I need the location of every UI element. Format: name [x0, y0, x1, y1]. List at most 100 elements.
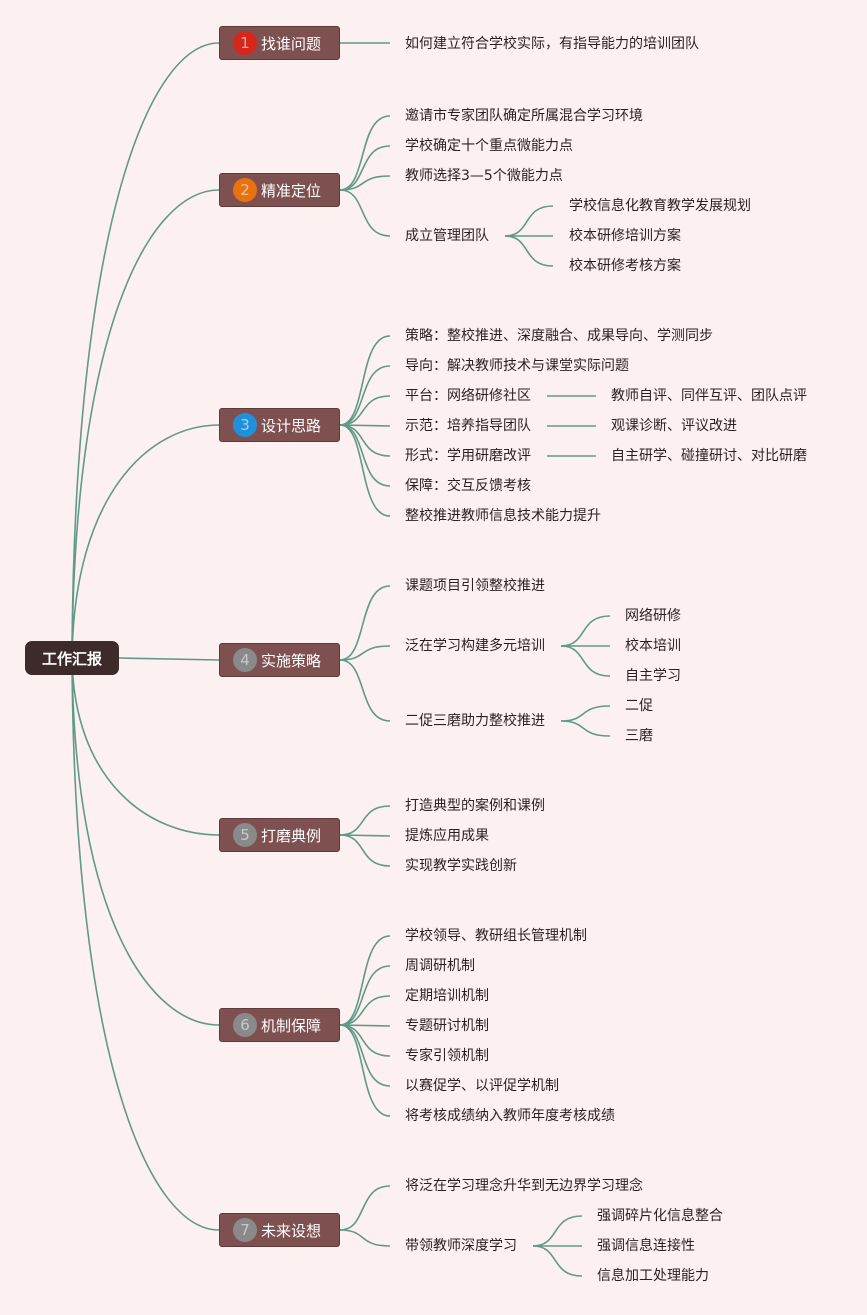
- leaf-b5-3[interactable]: 实现教学实践创新: [405, 858, 517, 874]
- leaf-b2-2[interactable]: 学校确定十个重点微能力点: [405, 138, 573, 154]
- root-to-branch-2-line: [71, 189, 220, 659]
- b7-deep-line-3: [532, 1245, 583, 1277]
- b2-leaf-line-3: [339, 175, 391, 191]
- priority-6-icon: 6: [233, 1013, 257, 1037]
- leaf-b2-team-1[interactable]: 学校信息化教育教学发展规划: [569, 198, 751, 214]
- branch-3-node[interactable]: 3 设计思路: [219, 408, 340, 442]
- leaf-b3-6[interactable]: 保障：交互反馈考核: [405, 478, 531, 494]
- leaf-b4-2[interactable]: 泛在学习构建多元培训: [405, 638, 545, 654]
- leaf-b2-team-3[interactable]: 校本研修考核方案: [569, 258, 681, 274]
- leaf-b7-deep-2[interactable]: 强调信息连接性: [597, 1238, 695, 1254]
- leaf-b7-deep-3[interactable]: 信息加工处理能力: [597, 1268, 709, 1284]
- b2-leaf-line-1: [339, 115, 391, 191]
- branch-7-label: 未来设想: [261, 1221, 322, 1240]
- leaf-b2-3[interactable]: 教师选择3—5个微能力点: [405, 168, 563, 184]
- b7-leaf-line-1: [339, 1185, 391, 1231]
- b6-leaf-line-5: [339, 1024, 391, 1057]
- b4-training-line-1: [560, 615, 611, 647]
- leaf-b3-detail-1[interactable]: 教师自评、同伴互评、团队点评: [611, 388, 807, 404]
- b2-team-line-1: [504, 205, 554, 237]
- b4-training-line-3: [560, 645, 611, 677]
- leaf-b4-3[interactable]: 二促三磨助力整校推进: [405, 713, 545, 729]
- b3-leaf-line-2: [339, 365, 391, 426]
- leaf-b4-promote-2[interactable]: 三磨: [625, 728, 653, 744]
- leaf-b5-2[interactable]: 提炼应用成果: [405, 828, 489, 844]
- leaf-b5-1[interactable]: 打造典型的案例和课例: [405, 798, 545, 814]
- leaf-b6-5[interactable]: 专家引领机制: [405, 1048, 489, 1064]
- priority-2-icon: 2: [233, 178, 257, 202]
- leaf-b7-2[interactable]: 带领教师深度学习: [405, 1238, 517, 1254]
- b4-leaf-line-3: [339, 659, 391, 722]
- b6-leaf-line-4: [339, 1024, 391, 1027]
- leaf-b3-4[interactable]: 示范：培养指导团队: [405, 418, 531, 434]
- leaf-b2-4[interactable]: 成立管理团队: [405, 228, 489, 244]
- leaf-b3-5[interactable]: 形式：学用研磨改评: [405, 448, 531, 464]
- root-to-branch-6-line: [71, 657, 220, 1026]
- leaf-b6-4[interactable]: 专题研讨机制: [405, 1018, 489, 1034]
- leaf-b3-detail-2[interactable]: 观课诊断、评议改进: [611, 418, 737, 434]
- b4-leaf-line-2: [339, 645, 391, 661]
- b7-leaf-line-2: [339, 1229, 391, 1247]
- leaf-b6-2[interactable]: 周调研机制: [405, 958, 475, 974]
- b6-leaf-line-7: [339, 1024, 391, 1117]
- leaf-b2-1[interactable]: 邀请市专家团队确定所属混合学习环境: [405, 108, 643, 124]
- b2-leaf-line-2: [339, 145, 391, 191]
- branch-5-label: 打磨典例: [261, 826, 322, 845]
- priority-4-icon: 4: [233, 648, 257, 672]
- leaf-b4-training-3[interactable]: 自主学习: [625, 668, 681, 684]
- root-to-branch-1-line: [71, 42, 220, 659]
- branch-4-label: 实施策略: [261, 651, 322, 670]
- branch-7-node[interactable]: 7 未来设想: [219, 1213, 340, 1247]
- b6-leaf-line-3: [339, 995, 391, 1026]
- b5-leaf-line-1: [339, 805, 391, 836]
- branch-3-label: 设计思路: [261, 416, 322, 435]
- priority-1-icon: 1: [233, 31, 257, 55]
- leaf-b4-promote-1[interactable]: 二促: [625, 698, 653, 714]
- priority-3-icon: 3: [233, 413, 257, 437]
- b6-leaf-line-2: [339, 965, 391, 1026]
- leaf-b4-training-2[interactable]: 校本培训: [625, 638, 681, 654]
- leaf-b4-1[interactable]: 课题项目引领整校推进: [405, 578, 545, 594]
- b2-leaf-line-4: [339, 189, 391, 237]
- branch-2-label: 精准定位: [261, 181, 322, 200]
- b4-promote-line-1: [560, 705, 611, 722]
- b7-deep-line-1: [532, 1215, 583, 1247]
- priority-7-icon: 7: [233, 1218, 257, 1242]
- root-to-branch-4-line: [118, 657, 220, 661]
- leaf-b3-detail-3[interactable]: 自主研学、碰撞研讨、对比研磨: [611, 448, 807, 464]
- b3-leaf-line-7: [339, 424, 391, 517]
- branch-2-node[interactable]: 2 精准定位: [219, 173, 340, 207]
- leaf-b6-6[interactable]: 以赛促学、以评促学机制: [405, 1078, 559, 1094]
- b3-leaf-line-1: [339, 335, 391, 426]
- b4-promote-line-2: [560, 720, 611, 737]
- branch-1-label: 找谁问题: [261, 34, 322, 53]
- leaf-b3-1[interactable]: 策略：整校推进、深度融合、成果导向、学测同步: [405, 328, 713, 344]
- root-node[interactable]: 工作汇报: [25, 641, 119, 675]
- leaf-b7-1[interactable]: 将泛在学习理念升华到无边界学习理念: [405, 1178, 643, 1194]
- branch-6-node[interactable]: 6 机制保障: [219, 1008, 340, 1042]
- root-to-branch-5-line: [71, 657, 220, 836]
- b5-leaf-line-2: [339, 834, 391, 837]
- leaf-b3-2[interactable]: 导向：解决教师技术与课堂实际问题: [405, 358, 629, 374]
- leaf-b3-3[interactable]: 平台：网络研修社区: [405, 388, 531, 404]
- leaf-b6-7[interactable]: 将考核成绩纳入教师年度考核成绩: [405, 1108, 615, 1124]
- branch-6-label: 机制保障: [261, 1016, 322, 1035]
- leaf-b2-team-2[interactable]: 校本研修培训方案: [569, 228, 681, 244]
- root-to-branch-3-line: [71, 424, 220, 659]
- leaf-b6-1[interactable]: 学校领导、教研组长管理机制: [405, 928, 587, 944]
- branch-5-node[interactable]: 5 打磨典例: [219, 818, 340, 852]
- leaf-b6-3[interactable]: 定期培训机制: [405, 988, 489, 1004]
- b3-leaf-line-5: [339, 424, 391, 457]
- b3-leaf-line-4: [339, 424, 391, 427]
- leaf-b3-7[interactable]: 整校推进教师信息技术能力提升: [405, 508, 601, 524]
- b4-leaf-line-1: [339, 585, 391, 661]
- leaf-b4-training-1[interactable]: 网络研修: [625, 608, 681, 624]
- branch-4-node[interactable]: 4 实施策略: [219, 643, 340, 677]
- branch-1-node[interactable]: 1 找谁问题: [219, 26, 340, 60]
- leaf-b1-1[interactable]: 如何建立符合学校实际，有指导能力的培训团队: [405, 36, 699, 52]
- leaf-b7-deep-1[interactable]: 强调碎片化信息整合: [597, 1208, 723, 1224]
- priority-5-icon: 5: [233, 823, 257, 847]
- root-label: 工作汇报: [41, 649, 102, 668]
- b5-leaf-line-3: [339, 834, 391, 867]
